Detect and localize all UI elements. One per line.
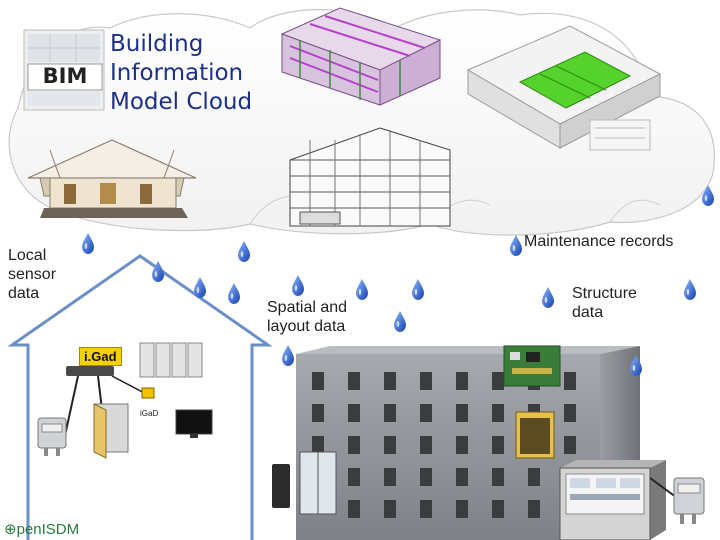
local-sensor-data-label: Local sensor data bbox=[8, 247, 57, 302]
building-window bbox=[384, 500, 396, 518]
building-window bbox=[420, 500, 432, 518]
meter-icon bbox=[37, 417, 67, 456]
door-icon bbox=[93, 403, 129, 459]
building-window bbox=[564, 404, 576, 422]
bim-badge bbox=[23, 29, 105, 111]
office-building bbox=[272, 345, 705, 540]
building-window bbox=[528, 500, 540, 518]
data-drop-icon bbox=[542, 287, 554, 308]
building-window bbox=[348, 500, 360, 518]
sensor-node-icon bbox=[141, 387, 155, 399]
sensor-node-label: iGaD bbox=[140, 409, 159, 418]
bim-badge-label: BIM bbox=[42, 64, 88, 88]
building-window bbox=[348, 404, 360, 422]
house-model-icon bbox=[27, 139, 197, 218]
building-window bbox=[456, 468, 468, 486]
bim-cloud-title: Building Information Model Cloud bbox=[110, 31, 253, 115]
meter-icon-2 bbox=[673, 477, 705, 524]
data-drop-icon bbox=[282, 345, 294, 366]
building-window bbox=[492, 372, 504, 390]
building-window bbox=[564, 372, 576, 390]
building-window bbox=[528, 468, 540, 486]
elevator-icon bbox=[515, 411, 555, 459]
building-window bbox=[420, 404, 432, 422]
data-drop-icon bbox=[228, 283, 240, 304]
router-icon bbox=[66, 366, 114, 376]
building-window bbox=[456, 404, 468, 422]
building-window bbox=[564, 436, 576, 454]
openisdm-logo: ⊕penISDM bbox=[4, 521, 80, 538]
building-window bbox=[348, 436, 360, 454]
building-window bbox=[312, 372, 324, 390]
server-rack-icon bbox=[139, 342, 203, 378]
maintenance-records-label: Maintenance records bbox=[524, 233, 674, 250]
home-devices bbox=[37, 342, 213, 459]
keypad-icon bbox=[272, 464, 290, 508]
building-window bbox=[384, 372, 396, 390]
data-drop-icon bbox=[412, 279, 424, 300]
control-board-icon bbox=[503, 345, 561, 387]
building-window bbox=[456, 500, 468, 518]
building-window bbox=[384, 436, 396, 454]
building-window bbox=[384, 468, 396, 486]
building-window bbox=[456, 436, 468, 454]
data-drop-icon bbox=[82, 233, 94, 254]
tv-icon bbox=[175, 409, 213, 438]
data-drop-icon bbox=[292, 275, 304, 296]
building-window bbox=[420, 468, 432, 486]
building-window bbox=[420, 372, 432, 390]
home-outline bbox=[7, 254, 273, 540]
data-drop-icon bbox=[684, 279, 696, 300]
floorplan-model-icon bbox=[466, 25, 662, 151]
gateway-label: i.Gad bbox=[79, 347, 122, 366]
building-wireframe-model-icon bbox=[289, 127, 451, 227]
structural-frame-model-icon bbox=[280, 7, 442, 106]
building-window bbox=[456, 372, 468, 390]
spatial-layout-data-label: Spatial and layout data bbox=[267, 299, 348, 335]
building-window bbox=[384, 404, 396, 422]
building-window bbox=[492, 468, 504, 486]
building-window bbox=[420, 436, 432, 454]
data-drop-icon bbox=[356, 279, 368, 300]
building-window bbox=[348, 468, 360, 486]
building-window bbox=[492, 436, 504, 454]
building-window bbox=[492, 500, 504, 518]
building-window bbox=[348, 372, 360, 390]
building-window bbox=[312, 436, 324, 454]
data-drop-icon bbox=[394, 311, 406, 332]
data-drop-icon bbox=[238, 241, 250, 262]
building-window bbox=[312, 404, 324, 422]
equipment-cabinet-icon bbox=[559, 460, 666, 540]
data-drop-icon bbox=[510, 235, 522, 256]
building-window bbox=[492, 404, 504, 422]
data-drop-icon bbox=[194, 277, 206, 298]
structure-data-label: Structure data bbox=[572, 285, 637, 321]
